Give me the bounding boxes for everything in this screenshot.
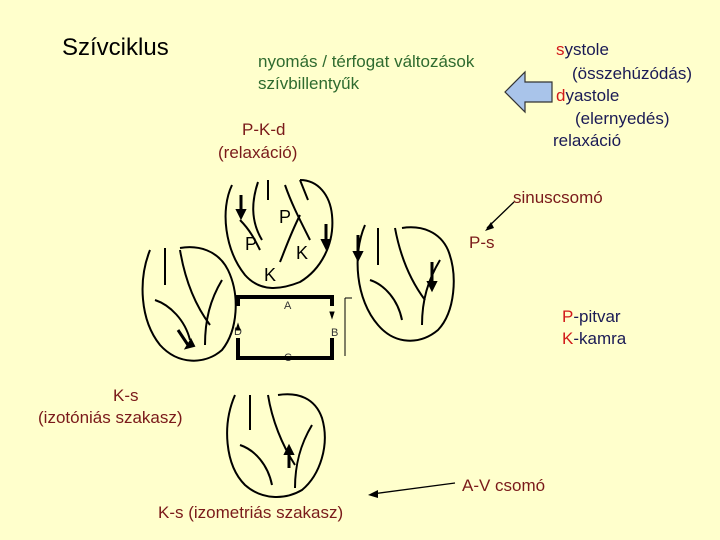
cycle-letter-a: A bbox=[284, 300, 292, 312]
heart-label-k-lower: K bbox=[264, 265, 277, 285]
ks-isotonic-sublabel: (izotóniás szakasz) bbox=[38, 408, 183, 427]
ks-isometric-label: K-s (izometriás szakasz) bbox=[158, 503, 344, 522]
ps-label: P-s bbox=[469, 233, 495, 252]
av-node-pointer-head bbox=[368, 490, 378, 498]
diastole-initial: d bbox=[556, 86, 566, 105]
page-title: Szívciklus bbox=[62, 34, 169, 61]
av-node-label: A-V csomó bbox=[462, 476, 546, 495]
heart-label-p-upper: P bbox=[279, 207, 292, 227]
cycle-letter-d: D bbox=[234, 326, 242, 338]
diastole-description: (elernyedés) bbox=[575, 109, 670, 128]
heart-illustration-top bbox=[224, 179, 334, 289]
cycle-loop bbox=[235, 295, 352, 360]
legend-atrium: P-pitvar bbox=[562, 307, 621, 327]
legend-ventricle: K-kamra bbox=[562, 329, 626, 349]
sinus-node-label: sinuscsomó bbox=[513, 188, 603, 207]
legend-p-rest: -pitvar bbox=[573, 307, 621, 326]
systole-rest: ystole bbox=[564, 40, 609, 59]
hollow-left-arrow bbox=[504, 70, 553, 114]
systole-term: systole bbox=[556, 40, 609, 60]
pressure-volume-note: nyomás / térfogat változások bbox=[258, 52, 475, 71]
cycle-letter-b: B bbox=[331, 327, 339, 339]
sinus-node-pointer-head bbox=[485, 222, 494, 231]
heart-illustration-bottom bbox=[226, 393, 326, 498]
legend-k-rest: -kamra bbox=[573, 329, 627, 348]
valves-note: szívbillentyűk bbox=[258, 74, 360, 93]
legend-p-initial: P bbox=[562, 307, 574, 326]
ks-isotonic-label: K-s bbox=[113, 386, 139, 405]
legend-k-initial: K bbox=[562, 329, 574, 348]
diastole-term: dyastole bbox=[556, 86, 619, 106]
heart-label-k-right: K bbox=[296, 243, 309, 263]
systole-initial: s bbox=[556, 40, 565, 59]
heart-illustration-left bbox=[141, 246, 237, 362]
diastole-rest: yastole bbox=[565, 86, 620, 105]
pkd-label: P-K-d bbox=[242, 120, 286, 139]
pkd-sublabel: (relaxáció) bbox=[218, 143, 298, 162]
systole-description: (összehúzódás) bbox=[572, 64, 693, 83]
av-node-pointer bbox=[371, 482, 456, 495]
relaxation-term: relaxáció bbox=[553, 131, 622, 150]
heart-illustration-right bbox=[352, 224, 455, 342]
